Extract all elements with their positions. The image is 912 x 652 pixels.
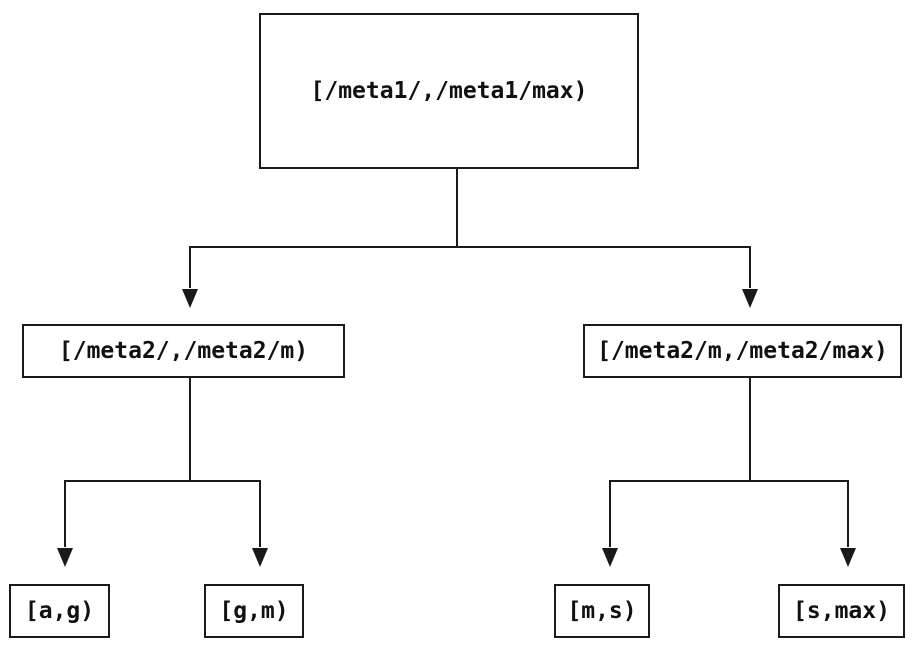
node-leaf-ag-label: [a,g) (24, 598, 95, 624)
node-right-mid-label: [/meta2/m,/meta2/max) (597, 338, 888, 364)
arrowhead-left-mid-icon (182, 289, 198, 308)
arrowhead-leaf-ag-icon (57, 548, 73, 567)
node-leaf-gm-label: [g,m) (219, 598, 289, 624)
arrowhead-right-mid-icon (742, 289, 758, 308)
node-leaf-ag: [a,g) (9, 584, 110, 638)
node-leaf-ms-label: [m,s) (567, 598, 637, 624)
node-leaf-ms: [m,s) (554, 584, 650, 638)
node-root-label: [/meta1/,/meta1/max) (310, 78, 588, 104)
arrowhead-leaf-ms-icon (602, 548, 618, 567)
arrowhead-leaf-smax-icon (840, 548, 856, 567)
node-leaf-smax: [s,max) (778, 584, 905, 638)
node-left-mid-label: [/meta2/,/meta2/m) (58, 338, 309, 364)
node-leaf-smax-label: [s,max) (793, 598, 890, 624)
arrowhead-leaf-gm-icon (252, 548, 268, 567)
node-leaf-gm: [g,m) (204, 584, 304, 638)
node-right-mid-range: [/meta2/m,/meta2/max) (583, 324, 902, 378)
node-root-range: [/meta1/,/meta1/max) (259, 13, 639, 169)
node-left-mid-range: [/meta2/,/meta2/m) (22, 324, 345, 378)
